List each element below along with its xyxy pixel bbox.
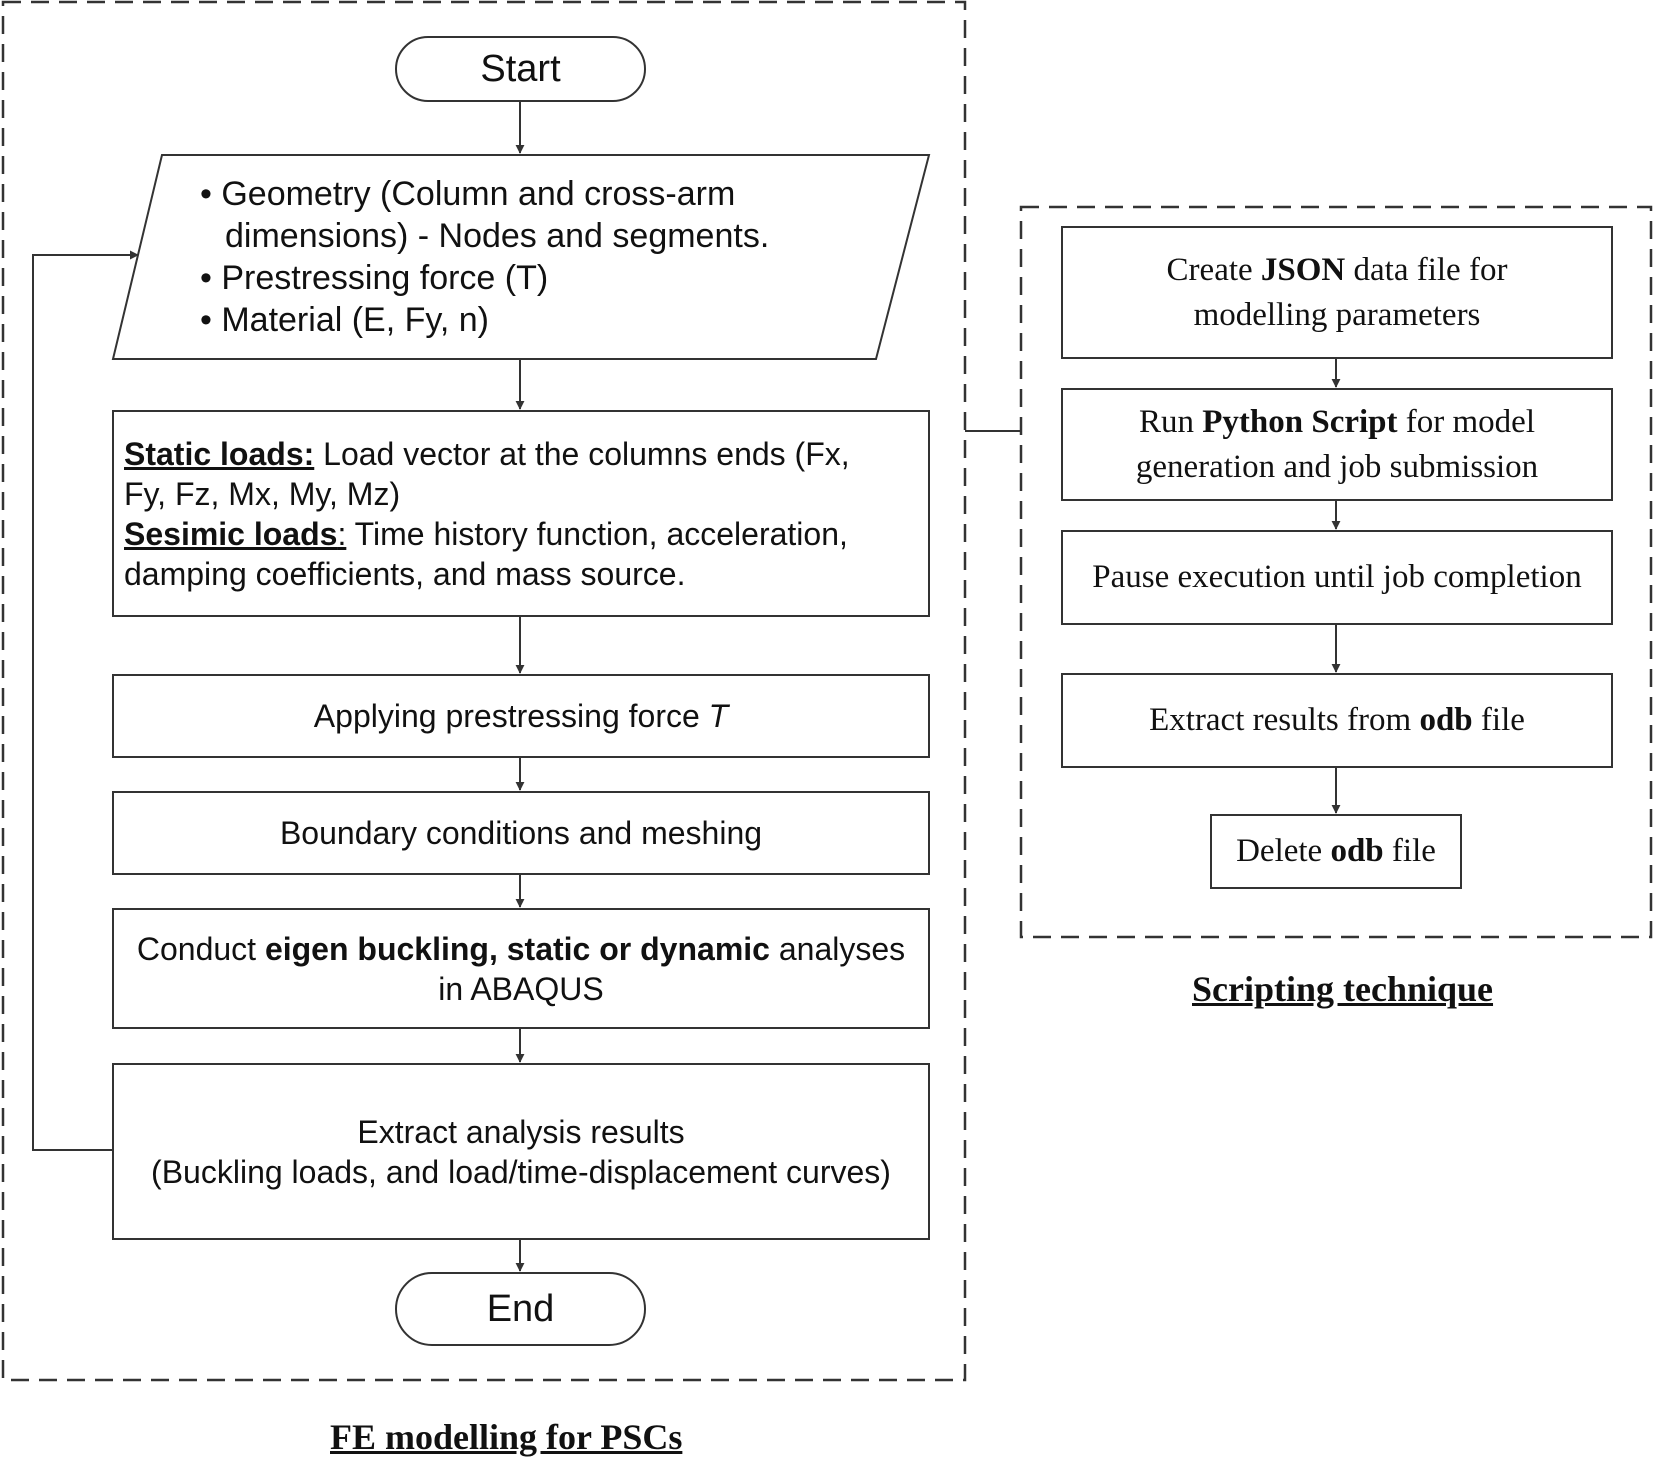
seismic-loads-line-2: damping coefficients, and mass source. — [124, 555, 686, 592]
results-line-2: (Buckling loads, and load/time-displacem… — [151, 1153, 891, 1190]
static-loads-line-1: Static loads: Load vector at the columns… — [124, 435, 850, 472]
extract-step-line: Extract results from odb file — [1149, 702, 1525, 738]
boundary-box-shape — [112, 791, 930, 875]
boundary-node: Boundary conditions and meshing — [113, 792, 929, 874]
end-node: End — [396, 1273, 645, 1345]
pause-step-label: Pause execution until job completion — [1092, 559, 1582, 595]
input-parallelogram-shape — [111, 154, 931, 360]
analysis-line-1: Conduct eigen buckling, static or dynami… — [136, 930, 906, 967]
analysis-line-2: in ABAQUS — [438, 970, 604, 1007]
json-step-box-shape — [1061, 226, 1613, 359]
delete-step-line: Delete odb file — [1236, 833, 1436, 869]
json-keyword: JSON — [1260, 251, 1346, 288]
odb-keyword: odb — [1419, 702, 1473, 738]
fe-group-frame — [1, 0, 967, 1382]
input-line-geometry-cont: dimensions) - Nodes and segments. — [225, 217, 770, 255]
results-box-shape — [112, 1063, 930, 1240]
boundary-label: Boundary conditions and meshing — [279, 815, 763, 851]
prestress-label: Applying prestressing force — [313, 698, 709, 734]
static-loads-label: Static loads: — [124, 435, 315, 472]
prestress-box-shape — [112, 674, 930, 758]
fe-group-caption: FE modelling for PSCs — [330, 1417, 683, 1457]
json-step-node: Create JSON data file for modelling para… — [1062, 227, 1612, 358]
results-node: Extract analysis results (Buckling loads… — [113, 1064, 929, 1239]
end-terminal-shape — [395, 1272, 646, 1346]
prestress-node: Applying prestressing force T — [113, 675, 929, 757]
odb-keyword-delete: odb — [1330, 833, 1384, 869]
script-group-frame — [1019, 205, 1653, 939]
analysis-node: Conduct eigen buckling, static or dynami… — [113, 909, 929, 1028]
static-loads-line-2: Fy, Fz, Mx, My, Mz) — [124, 475, 401, 512]
seismic-loads-label: Sesimic loads — [124, 515, 338, 552]
input-node: • Geometry (Column and cross-arm dimensi… — [200, 163, 900, 351]
delete-step-box-shape — [1210, 814, 1462, 889]
python-step-node: Run Python Script for model generation a… — [1062, 389, 1612, 500]
extract-step-box-shape — [1061, 673, 1613, 768]
python-step-line-2: generation and job submission — [1135, 448, 1539, 485]
analysis-types: eigen buckling, static or dynamic — [264, 930, 770, 967]
extract-step-node: Extract results from odb file — [1062, 674, 1612, 767]
python-step-line-1: Run Python Script for model — [1139, 403, 1535, 440]
results-line-1: Extract analysis results — [357, 1113, 685, 1150]
loads-box-shape — [112, 410, 930, 617]
json-step-line-2: modelling parameters — [1193, 296, 1481, 333]
feedback-loop-arrow — [32, 250, 139, 1151]
input-line-material: • Material (E, Fy, n) — [200, 301, 489, 339]
delete-step-node: Delete odb file — [1211, 815, 1461, 888]
loads-node: Static loads: Load vector at the columns… — [124, 411, 924, 616]
analysis-box-shape — [112, 908, 930, 1029]
input-line-geometry: • Geometry (Column and cross-arm — [200, 175, 736, 213]
prestress-symbol: T — [708, 698, 729, 734]
input-line-prestress: • Prestressing force (T) — [200, 259, 549, 297]
end-label: End — [486, 1287, 555, 1330]
pause-step-node: Pause execution until job completion — [1062, 531, 1612, 624]
start-node: Start — [396, 37, 645, 101]
json-step-line-1: Create JSON data file for — [1166, 251, 1508, 288]
python-step-box-shape — [1061, 388, 1613, 501]
script-group-caption: Scripting technique — [1192, 969, 1494, 1009]
python-keyword: Python Script — [1202, 403, 1398, 440]
start-label: Start — [480, 47, 561, 90]
seismic-loads-line-1: Sesimic loads: Time history function, ac… — [124, 515, 848, 552]
